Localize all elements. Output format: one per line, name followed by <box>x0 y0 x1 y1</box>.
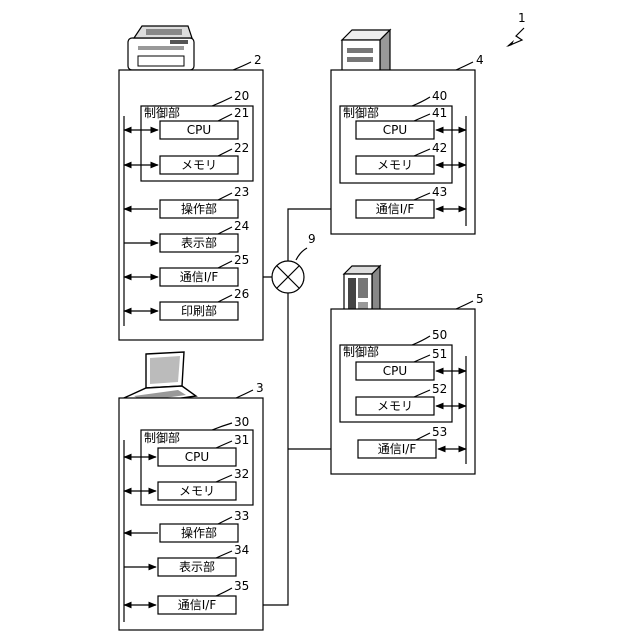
printer-cpu-ref: 21 <box>234 106 249 120</box>
printer-cpu-label: CPU <box>187 123 211 137</box>
printer-memory-ref: 22 <box>234 141 249 155</box>
server-a-control-label: 制御部 <box>343 105 379 120</box>
server-b-cpu-ref: 51 <box>432 347 447 361</box>
server-a-device: 4 制御部 40 CPU 41 メモリ 42 通信I/F 43 <box>331 30 484 234</box>
server-b-comm-ref: 53 <box>432 425 447 439</box>
server-b-memory-ref: 52 <box>432 382 447 396</box>
server-b-control-label: 制御部 <box>343 344 379 359</box>
laptop-display-ref: 34 <box>234 543 249 557</box>
laptop-control-label: 制御部 <box>144 430 180 445</box>
server-b-ref: 5 <box>476 292 484 306</box>
server-b-control-ref: 50 <box>432 328 447 342</box>
printer-comm-label: 通信I/F <box>180 270 219 284</box>
laptop-display-label: 表示部 <box>179 559 215 574</box>
laptop-operation-ref: 33 <box>234 509 249 523</box>
server-a-cpu-ref: 41 <box>432 106 447 120</box>
laptop-cpu-ref: 31 <box>234 433 249 447</box>
server-b-device: 5 制御部 50 CPU 51 メモリ 52 通信I/F 53 <box>331 266 484 474</box>
printer-display-label: 表示部 <box>181 235 217 250</box>
printer-device: 2 制御部 20 CPU 21 メモリ 22 操作部 23 表示部 24 通信I… <box>119 26 263 340</box>
laptop-comm-label: 通信I/F <box>178 598 217 612</box>
server-b-memory-label: メモリ <box>377 399 413 413</box>
laptop-icon <box>124 352 196 404</box>
printer-comm-ref: 25 <box>234 253 249 267</box>
printer-display-ref: 24 <box>234 219 249 233</box>
laptop-memory-ref: 32 <box>234 467 249 481</box>
laptop-comm-ref: 35 <box>234 579 249 593</box>
server-b-comm-label: 通信I/F <box>378 442 417 456</box>
server-b-cpu-label: CPU <box>383 364 407 378</box>
server-a-control-ref: 40 <box>432 89 447 103</box>
laptop-cpu-label: CPU <box>185 450 209 464</box>
printer-icon <box>128 26 194 70</box>
server-a-memory-label: メモリ <box>377 158 413 172</box>
laptop-operation-label: 操作部 <box>181 525 217 540</box>
laptop-memory-label: メモリ <box>179 484 215 498</box>
printer-operation-label: 操作部 <box>181 201 217 216</box>
server-a-memory-ref: 42 <box>432 141 447 155</box>
server-a-comm-label: 通信I/F <box>376 202 415 216</box>
server-a-cpu-label: CPU <box>383 123 407 137</box>
figure-ref: 1 <box>506 11 526 47</box>
printer-control-label: 制御部 <box>144 105 180 120</box>
printer-print-label: 印刷部 <box>181 303 217 318</box>
printer-control-ref: 20 <box>234 89 249 103</box>
printer-memory-label: メモリ <box>181 158 217 172</box>
printer-operation-ref: 23 <box>234 185 249 199</box>
laptop-ref: 3 <box>256 381 264 395</box>
server-a-comm-ref: 43 <box>432 185 447 199</box>
server-a-ref: 4 <box>476 53 484 67</box>
printer-ref: 2 <box>254 53 262 67</box>
laptop-device: 3 制御部 30 CPU 31 メモリ 32 操作部 33 表示部 34 通信I… <box>119 352 264 630</box>
network-hub <box>272 261 304 293</box>
printer-print-ref: 26 <box>234 287 249 301</box>
network-ref: 9 <box>308 232 316 246</box>
figure-ref-number: 1 <box>518 11 526 25</box>
laptop-control-ref: 30 <box>234 415 249 429</box>
